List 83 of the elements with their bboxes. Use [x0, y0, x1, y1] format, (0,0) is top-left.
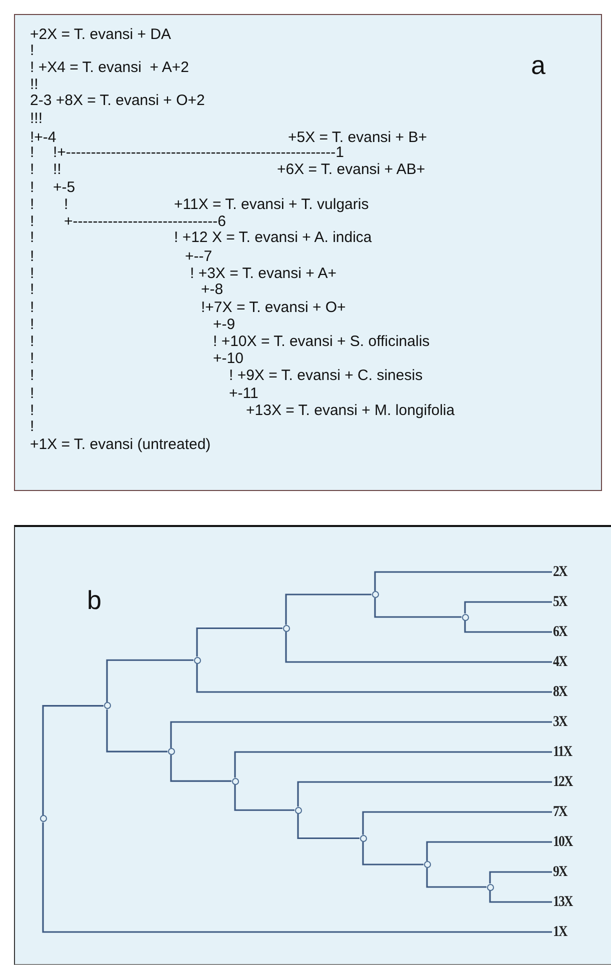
tree-text-line: +13X = T. evansi + M. longifolia: [246, 402, 455, 420]
dendrogram-branch: [42, 822, 552, 933]
tree-text-line: !: [30, 161, 34, 179]
tree-text-line: !: [30, 367, 34, 385]
tree-text-line: ! +X4 = T. evansi + A+2: [30, 59, 190, 77]
tree-text-line: !: [64, 196, 68, 214]
dendrogram-branch: [285, 632, 552, 663]
tree-text-line: +--7: [185, 248, 212, 266]
tree-text-line: +-8: [201, 281, 224, 299]
dendrogram-branch: [362, 842, 424, 866]
tree-text-line: ! +9X = T. evansi + C. sinesis: [229, 367, 423, 385]
tree-text-line: !: [30, 418, 34, 436]
leaf-label: 12X: [553, 774, 572, 790]
tree-text-line: !+7X = T. evansi + O+: [201, 299, 346, 317]
tree-text-line: +-5: [53, 179, 76, 197]
tree-text-line: !!: [53, 161, 62, 179]
dendrogram-branch: [297, 781, 552, 807]
tree-text-line: !: [30, 213, 34, 231]
dendrogram-branch: [42, 705, 104, 816]
dendrogram-branch: [362, 811, 552, 835]
dendrogram-branch: [170, 755, 232, 782]
leaf-label: 13X: [553, 894, 572, 910]
dendrogram-branch: [464, 601, 552, 614]
tree-text-line: +-10: [213, 350, 244, 368]
dendrogram-branch: [234, 784, 294, 811]
dendrogram-branch: [489, 871, 552, 884]
leaf-label: 9X: [553, 864, 567, 880]
dendrogram-branch: [464, 620, 552, 633]
panel-letter: a: [531, 50, 546, 80]
tree-text-line: +-----------------------------6: [64, 213, 226, 231]
leaf-label: 7X: [553, 804, 567, 820]
leaf-label: 3X: [553, 714, 567, 730]
tree-text-line: !: [30, 248, 34, 266]
tree-text-line: +2X = T. evansi + DA: [30, 26, 172, 44]
tree-text-line: +1X = T. evansi (untreated): [30, 436, 211, 454]
dendrogram-branch: [285, 594, 372, 625]
tree-text-line: !: [30, 385, 34, 403]
tree-text-line: +-11: [229, 385, 258, 403]
tree-text-line: !: [30, 299, 34, 317]
tree-text-line: +-9: [213, 316, 236, 334]
leaf-label: 10X: [553, 834, 572, 850]
dendrogram-branch: [426, 868, 486, 888]
dendrogram-branch: [196, 627, 282, 657]
leaf-label: 4X: [553, 654, 567, 670]
tree-text-line: ! +10X = T. evansi + S. officinalis: [213, 333, 430, 351]
tree-text-line: !: [30, 350, 34, 368]
tree-text-line: !: [30, 281, 34, 299]
panel-letter: b: [87, 585, 102, 615]
dendrogram-branch: [374, 571, 552, 591]
dendrogram-branch: [297, 814, 360, 840]
tree-text-line: +5X = T. evansi + B+: [288, 129, 427, 146]
tree-text-line: !!!: [30, 110, 43, 128]
tree-text-line: !: [30, 333, 34, 351]
tree-text-line: 2-3 +8X = T. evansi + O+2: [30, 92, 205, 110]
leaf-label: 11X: [553, 744, 572, 760]
tree-text-line: !: [30, 229, 34, 247]
dendrogram-branch: [170, 721, 552, 748]
leaf-label: 2X: [553, 564, 567, 580]
dendrogram-branch: [374, 598, 462, 618]
tree-text-line: !!: [30, 76, 38, 94]
leaf-label: 6X: [553, 624, 567, 640]
tree-text-line: !: [30, 179, 34, 197]
leaf-label: 5X: [553, 594, 567, 610]
dendrogram-branch: [106, 659, 194, 702]
tree-text-line: !: [30, 265, 34, 283]
tree-text-line: +6X = T. evansi + AB+: [277, 161, 426, 179]
tree-text-line: !+------------------------------------------------------1: [53, 144, 344, 162]
tree-text-line: !: [30, 196, 34, 214]
leaf-label: 1X: [553, 924, 567, 940]
dendrogram-branch: [234, 751, 552, 778]
tree-text-line: !: [30, 402, 34, 420]
tree-text-line: +11X = T. evansi + T. vulgaris: [174, 196, 369, 214]
leaf-label: 8X: [553, 684, 567, 700]
tree-text-line: !: [30, 316, 34, 334]
tree-text-line: !: [30, 42, 34, 60]
tree-text-line: ! +12 X = T. evansi + A. indica: [174, 229, 372, 247]
dendrogram-branch: [106, 709, 168, 752]
tree-text-line: !+-4: [30, 129, 56, 146]
tree-text-line: !: [30, 144, 34, 162]
dendrogram-branch: [426, 841, 552, 861]
tree-text-line: ! +3X = T. evansi + A+: [190, 265, 336, 283]
dendrogram-branch: [196, 664, 552, 693]
dendrogram-branch: [489, 890, 552, 903]
